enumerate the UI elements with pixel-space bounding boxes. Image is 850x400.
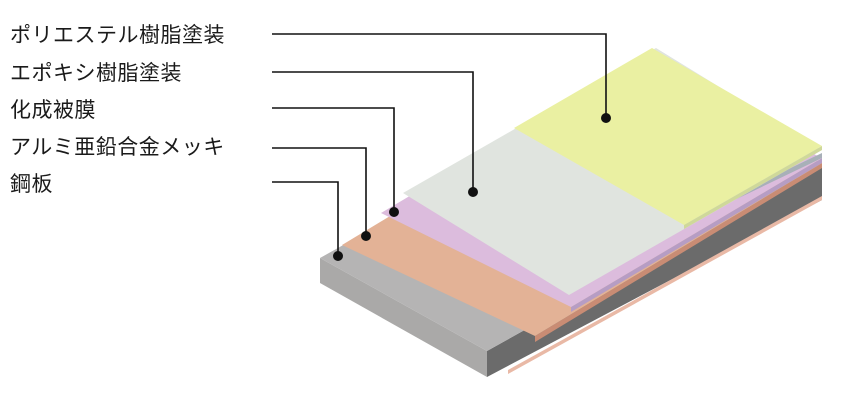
leader-line-steel: [272, 181, 339, 256]
leader-dot-epoxy: [468, 187, 478, 197]
chemical-coat-side: [571, 158, 822, 312]
bottom-edge-strip: [508, 196, 822, 374]
label-polyester-coating: ポリエステル樹脂塗装: [10, 23, 225, 47]
label-epoxy-coating: エポキシ樹脂塗装: [10, 61, 182, 85]
label-alu-zinc-plating: アルミ亜鉛合金メッキ: [10, 135, 225, 159]
leader-line-epoxy: [272, 71, 474, 192]
polyester-coat-side: [684, 146, 822, 229]
leader-dot-polyester: [601, 113, 611, 123]
alu-zinc-side: [535, 163, 822, 342]
steel-plate-front: [320, 258, 487, 377]
leader-line-polyester: [272, 33, 607, 118]
leader-dot-chemical: [389, 207, 399, 217]
leader-dot-steel: [333, 251, 343, 261]
polyester-coat-top: [514, 48, 822, 225]
leader-line-chemical: [272, 107, 395, 212]
leader-line-alu-zinc: [272, 147, 367, 236]
label-steel-plate: 鋼板: [10, 172, 53, 196]
label-chemical-conversion-coating: 化成被膜: [10, 98, 96, 122]
leader-dot-alu-zinc: [361, 231, 371, 241]
